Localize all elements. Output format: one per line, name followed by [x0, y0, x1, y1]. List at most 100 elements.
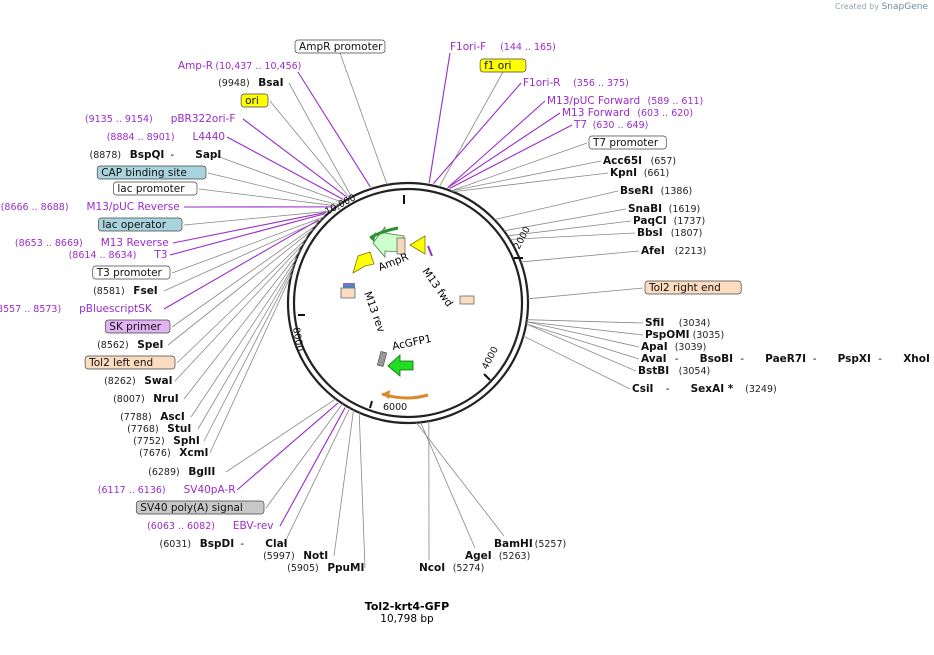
- site-name: NruI: [153, 393, 178, 405]
- left-label-23[interactable]: (6289)BglII: [148, 466, 215, 478]
- feature-box: [135, 500, 265, 515]
- scale-tick-label: 4000: [480, 345, 501, 372]
- left-label-4[interactable]: (8878)BspQI - SapI: [90, 149, 222, 161]
- right-label-7[interactable]: BseRI(1386): [620, 185, 692, 197]
- site-name: BspDI: [200, 538, 234, 550]
- site-position: (7752): [133, 436, 165, 447]
- bottom-label-1[interactable]: AgeI(5263): [465, 550, 530, 562]
- right-label-9[interactable]: PaqCI(1737): [633, 215, 705, 227]
- top-label-2[interactable]: F1ori-F(144 .. 165): [450, 41, 556, 53]
- right-label-18[interactable]: CsiI - SexAI *(3249): [632, 383, 777, 395]
- site-position: (10,437 .. 10,456): [215, 61, 301, 72]
- leader-line: [520, 250, 640, 263]
- site-position: (5997): [263, 551, 295, 562]
- site-name: SfiI: [645, 317, 664, 329]
- left-label-15[interactable]: (8562)SpeI: [97, 339, 163, 351]
- left-label-0[interactable]: (9948)BsaI: [218, 77, 283, 89]
- right-label-14[interactable]: PspOMI(3035): [645, 329, 724, 341]
- site-name: M13 Reverse: [101, 237, 169, 249]
- right-label-13[interactable]: SfiI(3034): [645, 317, 710, 329]
- tol2-left-end-feature[interactable]: [340, 287, 356, 299]
- sv40-feature[interactable]: [376, 351, 388, 367]
- site-position: (8884 .. 8901): [107, 132, 175, 143]
- left-label-6[interactable]: lac promoter: [113, 181, 198, 196]
- left-label-12[interactable]: (8581)FseI: [93, 285, 158, 297]
- right-label-0[interactable]: F1ori-R(356 .. 375): [523, 77, 629, 89]
- site-name: BseRI: [620, 185, 653, 197]
- left-label-27[interactable]: (6031)BspDI - ClaI: [160, 538, 288, 550]
- left-label-21[interactable]: (7752)SphI: [133, 435, 200, 447]
- f1-ori-feature[interactable]: [409, 235, 426, 255]
- leader-line: [176, 237, 308, 364]
- left-label-26[interactable]: (6063 .. 6082)EBV-rev: [147, 520, 273, 532]
- leader-line: [172, 211, 327, 244]
- left-label-24[interactable]: (6117 .. 6136)SV40pA-R: [98, 484, 236, 496]
- feature-label-ampr: AmpR: [377, 251, 411, 274]
- acgfp1-feature[interactable]: [387, 354, 414, 377]
- right-label-12[interactable]: Tol2 right end: [644, 280, 742, 295]
- left-label-14[interactable]: SK primer: [104, 319, 171, 334]
- top-label-1[interactable]: Amp-R(10,437 .. 10,456): [178, 60, 301, 72]
- left-label-13[interactable]: (8557 .. 8573)pBluescriptSK: [0, 303, 153, 315]
- bottom-label-2[interactable]: NcoI(5274): [419, 562, 484, 574]
- site-position: (1737): [674, 216, 706, 227]
- right-label-8[interactable]: SnaBI(1619): [628, 203, 700, 215]
- leader-line: [297, 71, 371, 188]
- left-label-19[interactable]: (7788)AscI: [120, 411, 185, 423]
- right-label-5[interactable]: Acc65I(657): [603, 155, 676, 167]
- left-label-28[interactable]: (5997)NotI: [263, 550, 328, 562]
- right-label-17[interactable]: BstBI(3054): [638, 365, 710, 377]
- left-label-22[interactable]: (7676)XcmI: [139, 447, 208, 459]
- site-position: (3039): [675, 342, 707, 353]
- leader-line: [527, 287, 644, 300]
- right-label-15[interactable]: ApaI(3039): [641, 341, 706, 353]
- right-label-3[interactable]: T7(630 .. 649): [573, 119, 648, 131]
- right-label-6[interactable]: KpnI(661): [610, 167, 669, 179]
- bottom-label-0[interactable]: BamHI(5257): [494, 538, 566, 550]
- left-label-16[interactable]: Tol2 left end: [84, 355, 176, 370]
- leader-line: [169, 213, 325, 256]
- site-position: (8562): [97, 340, 129, 351]
- top-label-3[interactable]: f1 ori: [479, 58, 527, 73]
- right-label-16[interactable]: AvaI - BsoBI - PaeR7I - PspXI - XhoI(304…: [641, 353, 934, 365]
- site-position: (5263): [499, 551, 531, 562]
- site-position: (1619): [669, 204, 701, 215]
- top-label-0[interactable]: AmpR promoter: [294, 39, 386, 54]
- tol2-right-end-feature[interactable]: [459, 295, 475, 305]
- left-label-1[interactable]: ori: [240, 93, 269, 108]
- left-label-18[interactable]: (8007)NruI: [113, 393, 179, 405]
- left-label-8[interactable]: lac operator: [98, 217, 183, 232]
- site-position: (6063 .. 6082): [147, 521, 215, 532]
- site-name: PpuMI: [327, 562, 364, 574]
- leader-line: [225, 398, 337, 473]
- leader-line: [174, 242, 305, 382]
- left-label-29[interactable]: (5905)PpuMI: [287, 562, 364, 574]
- leader-line: [171, 216, 325, 274]
- left-label-3[interactable]: (8884 .. 8901)L4440: [107, 131, 225, 143]
- left-label-5[interactable]: CAP binding site: [96, 165, 207, 180]
- ampr-promoter-feature[interactable]: [352, 251, 375, 274]
- feature-label-m13rev: M13 rev: [361, 290, 387, 334]
- feature-label-acgfp1: AcGFP1: [391, 333, 433, 353]
- right-label-4[interactable]: T7 promoter: [588, 135, 667, 150]
- right-label-2[interactable]: M13 Forward(603 .. 620): [562, 107, 693, 119]
- left-label-25[interactable]: SV40 poly(A) signal: [135, 500, 265, 515]
- right-label-10[interactable]: BbsI(1807): [637, 227, 702, 239]
- left-label-10[interactable]: (8614 .. 8634)T3: [69, 249, 168, 261]
- site-name: KpnI: [610, 167, 637, 179]
- leader-line: [167, 228, 314, 346]
- site-position: (8581): [93, 286, 125, 297]
- site-name: AscI: [160, 411, 185, 423]
- right-label-1[interactable]: M13/pUC Forward(589 .. 611): [547, 95, 703, 107]
- leader-line: [163, 219, 322, 292]
- left-label-2[interactable]: (9135 .. 9154)pBR322ori-F: [85, 113, 236, 125]
- left-label-9[interactable]: (8653 .. 8669)M13 Reverse: [15, 237, 169, 249]
- site-name: BsoBI: [700, 353, 733, 365]
- leader-line: [197, 263, 295, 430]
- left-label-17[interactable]: (8262)SwaI: [104, 375, 172, 387]
- left-label-7[interactable]: (8666 .. 8688)M13/pUC Reverse: [1, 201, 180, 213]
- leader-line: [207, 172, 340, 206]
- left-label-11[interactable]: T3 promoter: [92, 265, 171, 280]
- left-label-20[interactable]: (7768)StuI: [127, 423, 191, 435]
- right-label-11[interactable]: AfeI(2213): [641, 245, 706, 257]
